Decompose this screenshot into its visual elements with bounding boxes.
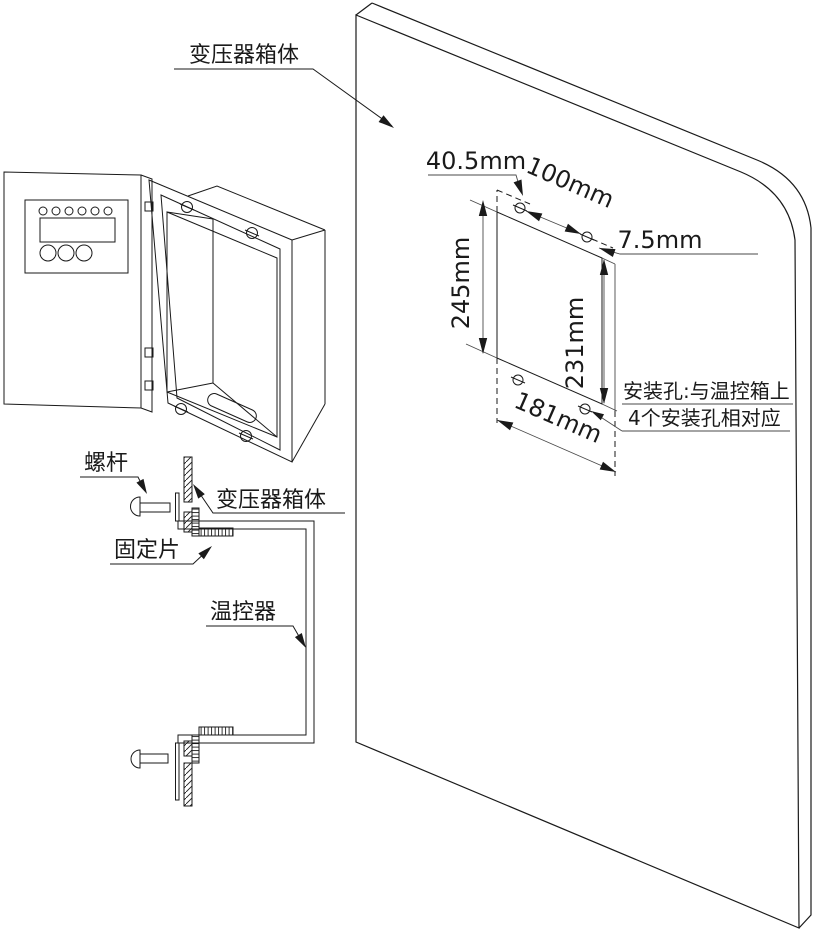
fixing-bar-top xyxy=(198,527,234,537)
dim-offset-right: 7.5mm xyxy=(618,226,703,254)
led-indicator xyxy=(77,206,87,216)
hinge-top xyxy=(144,201,154,212)
dim-cutout-height: 245mm xyxy=(447,237,475,330)
wall-section-top xyxy=(183,456,193,503)
dim-offset-left: 40.5mm xyxy=(426,147,526,175)
button-row xyxy=(39,244,93,262)
dim-cutout-width: 181mm xyxy=(510,386,606,449)
flange-hole-top-left xyxy=(181,201,193,213)
transformer-box-label: 变压器箱体 xyxy=(189,43,299,68)
screw-head xyxy=(130,749,141,769)
mounting-cross-section xyxy=(130,456,315,807)
transformer-panel xyxy=(355,2,812,929)
screw-shaft xyxy=(139,502,171,513)
transformer-box-section-label: 变压器箱体 xyxy=(216,488,326,513)
flange-hole-bottom-left xyxy=(175,403,187,415)
screw-head xyxy=(130,496,141,517)
fixing-piece-label: 固定片 xyxy=(114,538,180,563)
controller-front-view xyxy=(3,171,154,413)
thermostat-channel xyxy=(177,520,315,744)
threaded-stud-bottom xyxy=(191,734,200,764)
mounting-hole-bottom-left xyxy=(512,374,524,386)
housing-mounting-holes xyxy=(173,201,260,442)
transformer-box-section-leader xyxy=(195,487,345,514)
front-panel-bezel xyxy=(24,199,129,274)
hinge-bottom xyxy=(144,380,154,391)
panel-button xyxy=(75,244,93,262)
mounting-hole-top-left xyxy=(514,202,526,214)
mounting-hole-bottom-right xyxy=(579,403,591,415)
flange-hole-top-right xyxy=(246,227,258,239)
cutout-mounting-holes xyxy=(510,202,595,415)
flange-hole-bottom-right xyxy=(240,430,252,442)
panel-leader-line xyxy=(174,68,393,127)
housing-flange-inner-line xyxy=(160,194,281,451)
thermostat-arrow xyxy=(294,633,306,648)
mounting-hole-top-right xyxy=(581,231,593,243)
note-line1: 安装孔:与温控箱上 xyxy=(623,379,790,403)
screw-top xyxy=(130,496,171,517)
note-line2: 4个安装孔相对应 xyxy=(628,406,781,430)
wall-section-bottom xyxy=(183,762,193,807)
screw-bottom xyxy=(130,749,169,769)
housing-3d-edges xyxy=(187,185,326,463)
thermostat-lip-bottom xyxy=(175,742,180,801)
thermostat-lip-top xyxy=(175,492,180,522)
led-indicator xyxy=(103,206,113,216)
cutout-dashed-extensions xyxy=(496,189,616,476)
dim-hole-spacing-horizontal: 100mm xyxy=(522,151,618,214)
panel-button xyxy=(39,244,57,262)
led-indicator xyxy=(90,206,100,216)
panel-top-left-edge xyxy=(355,2,373,16)
panel-leader-arrow xyxy=(378,115,394,128)
led-indicator-row xyxy=(38,206,113,216)
threaded-stud-top xyxy=(191,507,200,537)
panel-front-face xyxy=(355,14,800,929)
screw-shaft xyxy=(139,753,169,764)
note-leader-arrow xyxy=(591,411,605,421)
section-callouts: 螺杆 变压器箱体 固定片 温控器 xyxy=(80,451,345,648)
controller-door-side xyxy=(140,174,153,413)
cutout-dimension-drawing: 40.5mm 100mm 7.5mm 245mm 231mm 181mm 安装孔… xyxy=(426,147,793,476)
screw-rod-arrow xyxy=(136,478,147,494)
panel-button xyxy=(57,244,75,262)
mounting-hole-note: 安装孔:与温控箱上 4个安装孔相对应 xyxy=(591,379,793,432)
cable-slot xyxy=(207,393,257,423)
led-indicator xyxy=(64,206,74,216)
panel-label-callout: 变压器箱体 xyxy=(174,43,394,128)
housing-interior-lines xyxy=(166,211,278,438)
thermostat-leader xyxy=(206,625,305,646)
dim-hole-spacing-vertical: 231mm xyxy=(561,297,589,390)
panel-back-edge xyxy=(371,2,812,929)
screw-rod-leader xyxy=(80,476,146,492)
fixing-piece-arrow xyxy=(198,546,212,560)
controller-rear-housing xyxy=(148,179,326,463)
transformer-box-section-arrow xyxy=(193,484,205,499)
led-indicator xyxy=(51,206,61,216)
fixing-bar-bottom xyxy=(198,726,234,736)
led-indicator xyxy=(38,206,48,216)
thermostat-label: 温控器 xyxy=(210,600,276,625)
housing-opening xyxy=(166,211,278,438)
hinge-middle xyxy=(144,347,154,358)
cutout-dimension-lines xyxy=(428,174,758,473)
lcd-display xyxy=(39,217,116,243)
screw-rod-label: 螺杆 xyxy=(84,451,128,476)
